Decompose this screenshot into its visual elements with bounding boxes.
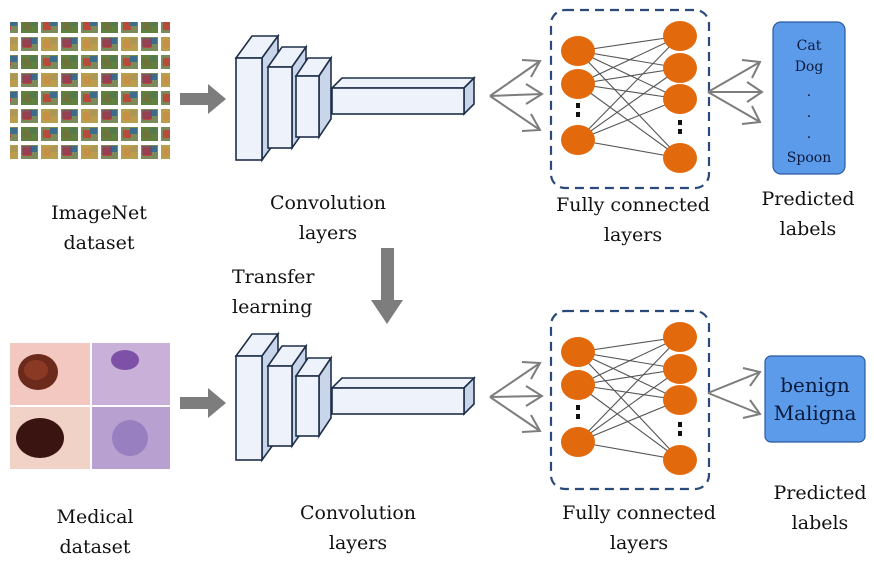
fc-node bbox=[663, 53, 697, 83]
output-box-top: Cat Dog . . . Spoon bbox=[772, 21, 846, 175]
fc-node bbox=[663, 143, 697, 173]
conv-block-top bbox=[234, 33, 476, 163]
fc-node bbox=[663, 21, 697, 51]
fc-node bbox=[561, 36, 595, 66]
fc-node bbox=[561, 337, 595, 367]
imagenet-thumbnail bbox=[10, 22, 170, 160]
fc-node bbox=[663, 385, 697, 415]
fan-arrows-bottom-in bbox=[489, 361, 544, 433]
fc-node bbox=[663, 354, 697, 384]
input-arrow-top bbox=[180, 84, 226, 114]
input-arrow-bottom bbox=[180, 388, 226, 418]
fc-node bbox=[663, 445, 697, 475]
output-box-bottom: benign Maligna bbox=[764, 355, 866, 443]
fc-node bbox=[561, 125, 595, 155]
class-dot: . bbox=[807, 84, 811, 100]
fan-arrows-top-out bbox=[707, 59, 764, 125]
fan-arrows-bottom-out bbox=[707, 367, 762, 419]
class-label: Spoon bbox=[787, 150, 831, 166]
fan-arrows-top-in bbox=[489, 59, 544, 132]
fc-box-bottom bbox=[549, 309, 711, 491]
class-label: Cat bbox=[797, 38, 822, 54]
fc-node bbox=[561, 427, 595, 457]
fc-node bbox=[663, 84, 697, 114]
fc-node bbox=[561, 69, 595, 99]
class-dot: . bbox=[807, 126, 811, 142]
class-dot: . bbox=[807, 105, 811, 121]
fc-node bbox=[561, 370, 595, 400]
class-label-benign: benign bbox=[780, 373, 850, 397]
class-label: Dog bbox=[795, 59, 824, 75]
conv-block-bottom bbox=[234, 331, 476, 463]
fc-node bbox=[663, 322, 697, 352]
fc-box-top bbox=[549, 8, 711, 190]
medical-thumbnail bbox=[10, 343, 170, 469]
class-label-malignant: Maligna bbox=[774, 401, 857, 425]
transfer-arrow bbox=[371, 248, 403, 324]
